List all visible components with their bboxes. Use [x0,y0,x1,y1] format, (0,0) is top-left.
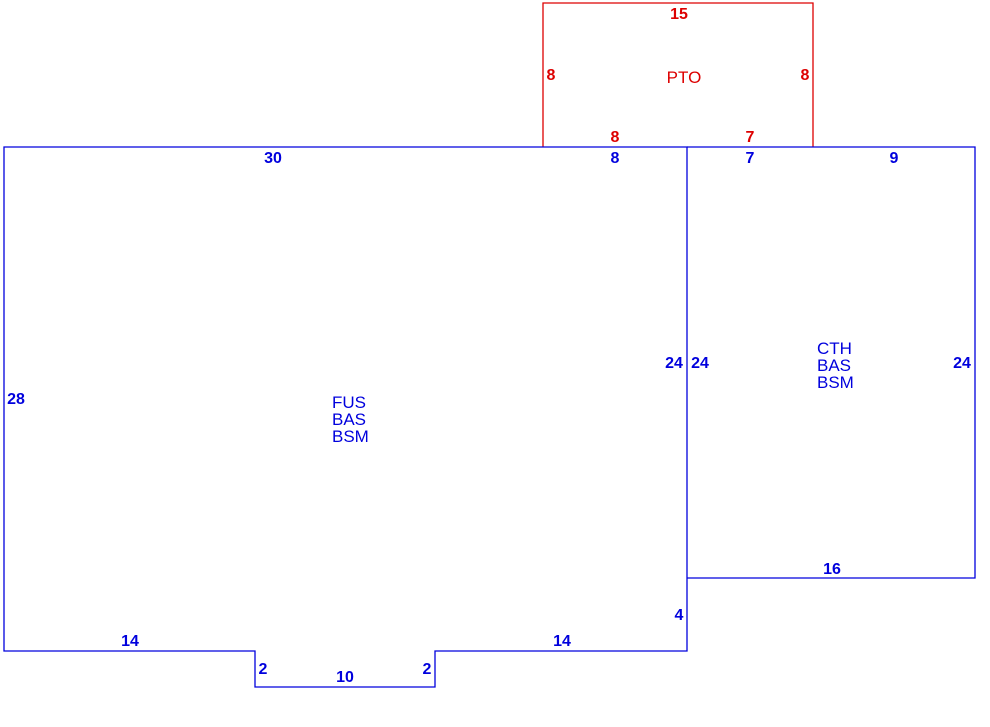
cth-dim-right: 24 [953,355,971,372]
fus-dim-notch-left: 2 [259,661,268,678]
cth-dim-bottom: 16 [823,561,841,578]
cth-area-label-2: BAS [817,356,851,375]
cth-area-label-3: BSM [817,373,854,392]
cth-dim-top-right: 9 [890,150,899,167]
pto-dim-bottom-left: 8 [611,129,620,146]
fus-dim-right: 24 [665,355,683,372]
cth-outline [687,146,976,579]
pto-dim-bottom-right: 7 [746,129,755,146]
fus-area-label-1: FUS [332,393,366,412]
pto-area-label: PTO [667,68,702,87]
fus-dim-notch-bottom: 10 [336,669,354,686]
fus-dim-bottom-left: 14 [121,633,139,650]
pto-dim-right: 8 [801,67,810,84]
pto-dim-top: 15 [670,6,688,23]
fus-outline [3,146,688,688]
pto-outline [542,2,814,147]
fus-dim-notch-right: 2 [423,661,432,678]
fus-dim-top: 30 [264,150,282,167]
fus-area-label-3: BSM [332,427,369,446]
fus-dim-right-lower: 4 [675,607,684,624]
fus-area-label-2: BAS [332,410,366,429]
cth-dim-top-left: 7 [746,150,755,167]
cth-area-label-1: CTH [817,339,852,358]
fus-dim-top-right: 8 [611,150,620,167]
pto-dim-left: 8 [547,67,556,84]
cth-dim-left: 24 [691,355,709,372]
fus-dim-left: 28 [7,391,25,408]
fus-dim-bottom-right: 14 [553,633,571,650]
